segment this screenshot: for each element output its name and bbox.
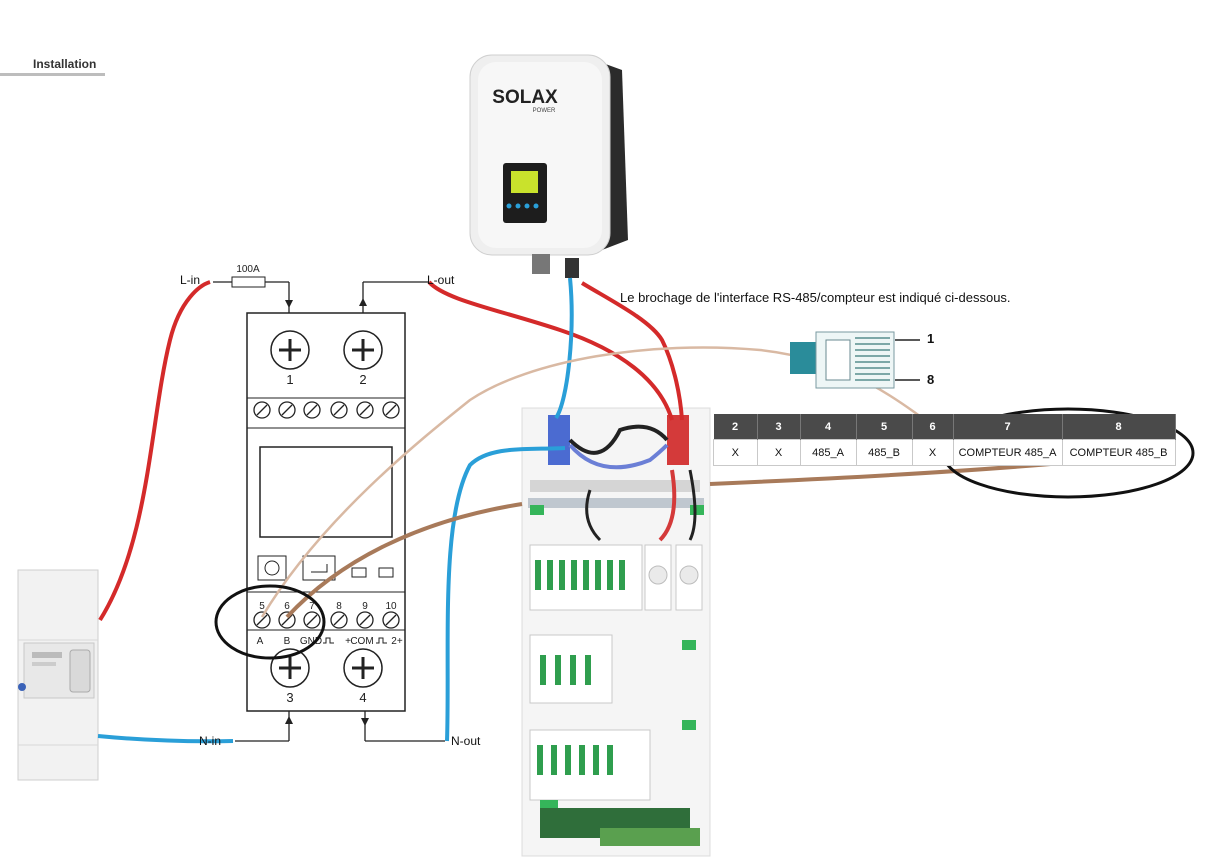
pinout-value-8: COMPTEUR 485_B <box>1061 439 1176 466</box>
energy-meter: 1 2 3 4 5 6 <box>213 264 445 742</box>
label-l-out: L-out <box>427 273 455 287</box>
row-label-2plus: 2+ <box>391 636 403 647</box>
terminal-3: 3 <box>286 690 293 705</box>
pinout-value-6: X <box>911 439 954 466</box>
row-label-b: B <box>284 636 291 647</box>
fuse-label: 100A <box>236 264 260 275</box>
inverter-sub: POWER <box>533 108 556 114</box>
live-wires <box>98 280 684 622</box>
pin-label-first: 1 <box>927 331 935 346</box>
label-l-in: L-in <box>180 273 201 287</box>
section-title: Installation <box>33 57 97 71</box>
row-number-5: 5 <box>259 601 265 612</box>
inverter-screen <box>511 171 538 193</box>
distribution-panel <box>521 407 711 857</box>
pinout-table: 2 3 4 5 6 7 8 X X 485_A 485_B X COMPTEUR… <box>713 414 1176 466</box>
pinout-header-6: 6 <box>912 414 954 440</box>
pinout-header-3: 3 <box>757 414 801 440</box>
pinout-caption: Le brochage de l'interface RS-485/compte… <box>620 290 1011 305</box>
terminal-2: 2 <box>359 372 366 387</box>
row-label-a: A <box>257 636 264 647</box>
row-label-gnd: GND <box>300 636 322 647</box>
row-number-7: 7 <box>309 601 315 612</box>
main-breaker <box>17 569 99 781</box>
pinout-header-7: 7 <box>953 414 1063 440</box>
row-label-plus: + <box>345 636 351 647</box>
pinout-value-3: X <box>756 439 801 466</box>
row-number-10: 10 <box>385 601 397 612</box>
pinout-value-2: X <box>713 439 758 466</box>
inverter-brand: SOLAX <box>492 87 558 108</box>
label-n-out: N-out <box>451 734 481 748</box>
neutral-busbar <box>548 415 570 465</box>
live-busbar <box>667 415 689 465</box>
highlight-ellipse-meter <box>214 584 326 660</box>
pinout-header-4: 4 <box>800 414 857 440</box>
pinout-header-5: 5 <box>856 414 913 440</box>
row-label-com: COM <box>350 636 373 647</box>
row-number-8: 8 <box>336 601 342 612</box>
pinout-value-7: COMPTEUR 485_A <box>952 439 1063 466</box>
fuse-icon <box>231 276 266 288</box>
pinout-value-4: 485_A <box>799 439 857 466</box>
pinout-value-5: 485_B <box>855 439 913 466</box>
row-number-6: 6 <box>284 601 290 612</box>
meter-button-cycle <box>257 555 287 581</box>
pinout-header-2: 2 <box>713 414 758 440</box>
meter-button-enter <box>302 555 336 581</box>
inverter: SOLAX POWER <box>469 54 628 278</box>
rj45-connector-icon <box>790 331 920 389</box>
meter-display <box>259 446 393 538</box>
pin-label-last: 8 <box>927 372 935 387</box>
pinout-value-row: X X 485_A 485_B X COMPTEUR 485_A COMPTEU… <box>713 439 1176 466</box>
section-underline <box>0 73 105 76</box>
terminal-4: 4 <box>359 690 366 705</box>
pinout-header-8: 8 <box>1062 414 1176 440</box>
row-number-9: 9 <box>362 601 368 612</box>
label-n-in: N-in <box>199 734 222 748</box>
pinout-header-row: 2 3 4 5 6 7 8 <box>713 414 1176 440</box>
terminal-1: 1 <box>286 372 293 387</box>
